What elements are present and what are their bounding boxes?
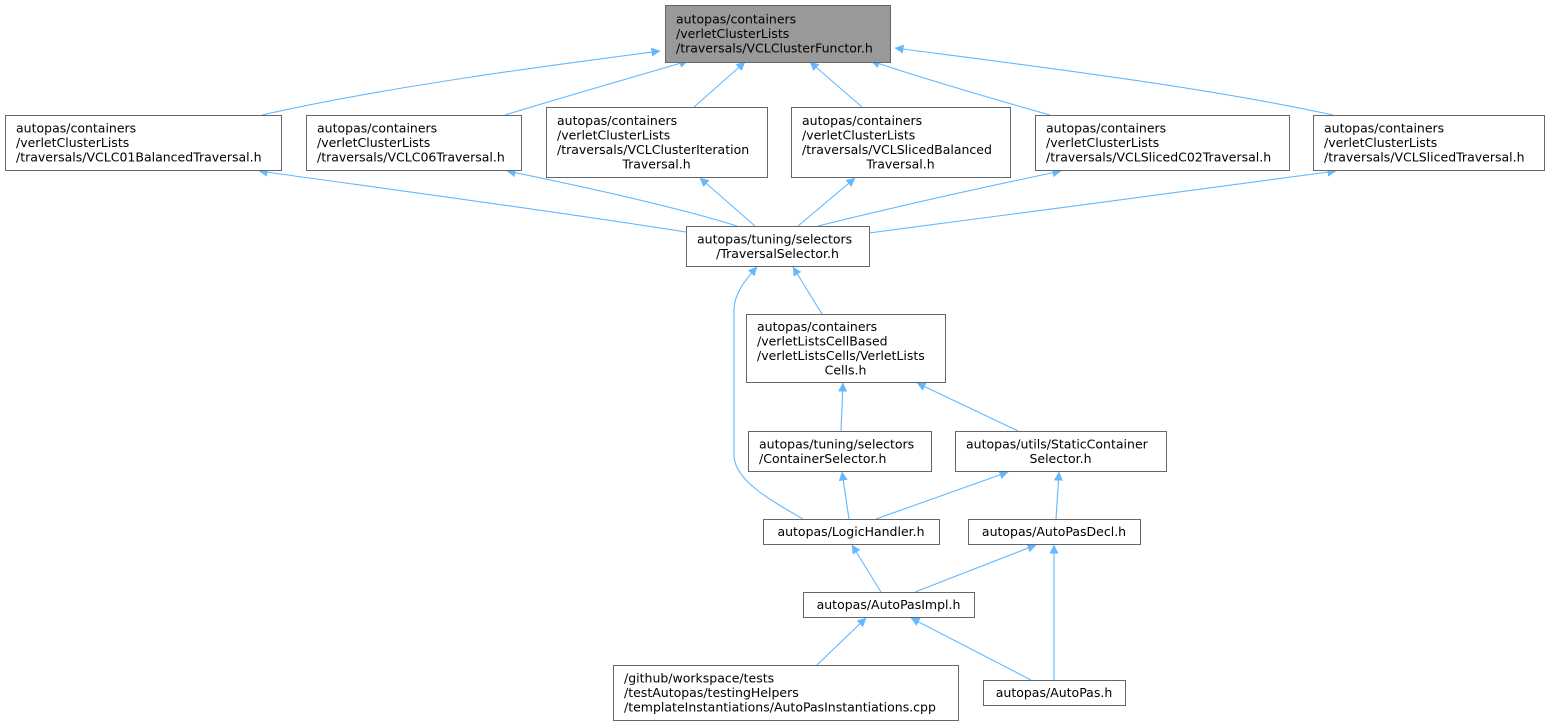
node-label-line: /verletClusterLists [317,135,430,150]
node-label-line: /verletClusterLists [1046,135,1159,150]
node-logic-handler[interactable]: autopas/LogicHandler.h [763,519,940,545]
node-label-line: autopas/containers [317,121,437,136]
node-box[interactable] [5,115,282,171]
node-box[interactable] [686,226,870,267]
node-box[interactable] [803,592,975,618]
node-label-line: autopas/AutoPasDecl.h [982,524,1126,539]
node-vclc01-balanced[interactable]: autopas/containers/verletClusterLists/tr… [5,115,282,171]
edge-vcl-sliced-c02-to-vcl-cluster-functor [870,59,1051,116]
node-box[interactable] [613,665,959,721]
node-label-line: /traversals/VCLClusterFunctor.h [676,41,873,56]
node-label-line: autopas/LogicHandler.h [777,524,924,539]
edges-layer [258,44,1337,681]
node-traversal-selector[interactable]: autopas/tuning/selectors/TraversalSelect… [686,226,870,267]
node-vcl-cluster-functor[interactable]: autopas/containers/verletClusterLists/tr… [665,5,891,63]
edge-logic-handler-to-container-selector [838,471,850,520]
node-label-line: Traversal.h [621,156,690,171]
edge-vcl-sliced-balanced-to-vcl-cluster-functor [809,61,863,108]
node-box[interactable] [1035,115,1290,171]
node-label-line: /verletClusterLists [557,127,670,142]
node-vcl-sliced-balanced[interactable]: autopas/containers/verletClusterLists/tr… [791,107,1011,178]
node-label-line: autopas/containers [757,319,877,334]
node-box[interactable] [1313,115,1545,171]
node-box[interactable] [955,431,1167,472]
edge-verlet-lists-cells-to-traversal-selector [792,266,823,315]
node-label-line: autopas/containers [802,113,922,128]
node-box[interactable] [665,5,891,63]
node-label-line: autopas/containers [557,113,677,128]
node-box[interactable] [306,115,522,171]
edge-container-selector-to-verlet-lists-cells [838,382,848,432]
edge-traversal-selector-to-vcl-sliced-c02 [817,168,1062,227]
node-label-line: Cells.h [825,362,867,377]
node-label-line: autopas/AutoPasImpl.h [817,597,961,612]
edge-autopas-h-to-autopas-impl [910,617,1032,681]
node-template-instantiations[interactable]: /github/workspace/tests/testAutopas/test… [613,665,959,721]
node-box[interactable] [791,107,1011,178]
node-label-line: autopas/tuning/selectors [759,436,914,451]
node-label-line: autopas/containers [16,121,136,136]
edge-logic-handler-to-static-container-selector [875,470,1009,520]
node-label-line: /verletListsCells/VerletLists [757,348,925,363]
node-label-line: /traversals/VCLSlicedBalanced [802,142,992,157]
node-label-line: autopas/utils/StaticContainer [966,436,1149,451]
edge-autopas-impl-to-autopas-decl [914,543,1037,593]
node-label-line: autopas/containers [1324,121,1444,136]
node-label-line: autopas/tuning/selectors [697,231,852,246]
edge-vclc01-balanced-to-vcl-cluster-functor [261,47,661,116]
node-box[interactable] [746,314,946,383]
edge-traversal-selector-to-vcl-cluster-iteration [699,177,756,227]
edge-vcl-sliced-to-vcl-cluster-functor [894,44,1334,116]
node-autopas-h[interactable]: autopas/AutoPas.h [983,680,1126,706]
node-autopas-impl[interactable]: autopas/AutoPasImpl.h [803,592,975,618]
edge-traversal-selector-to-vcl-sliced [868,167,1337,234]
node-label-line: /traversals/VCLSlicedTraversal.h [1324,150,1525,165]
node-label-line: /verletClusterLists [1324,135,1437,150]
node-box[interactable] [546,107,768,178]
node-verlet-lists-cells[interactable]: autopas/containers/verletListsCellBased/… [746,314,946,383]
node-label-line: /verletClusterLists [802,127,915,142]
nodes-layer: autopas/containers/verletClusterLists/tr… [5,5,1545,721]
node-label-line: /traversals/VCLClusterIteration [557,142,749,157]
node-label-line: /testAutopas/testingHelpers [624,685,799,700]
node-box[interactable] [748,431,932,472]
edge-autopas-impl-to-logic-handler [851,544,882,593]
node-label-line: Selector.h [1029,451,1091,466]
node-box[interactable] [763,519,940,545]
edge-traversal-selector-to-vclc06 [506,168,738,227]
node-label-line: Traversal.h [865,156,934,171]
node-label-line: /templateInstantiations/AutoPasInstantia… [624,700,936,715]
node-vclc06[interactable]: autopas/containers/verletClusterLists/tr… [306,115,522,171]
node-label-line: autopas/containers [1046,121,1166,136]
node-vcl-sliced[interactable]: autopas/containers/verletClusterLists/tr… [1313,115,1545,171]
node-label-line: /traversals/VCLC06Traversal.h [317,150,505,165]
edge-vclc06-to-vcl-cluster-functor [504,59,689,116]
node-label-line: /ContainerSelector.h [759,451,886,466]
edge-static-container-selector-to-verlet-lists-cells [916,382,1019,432]
edge-traversal-selector-to-vcl-sliced-balanced [797,177,856,227]
node-label-line: autopas/AutoPas.h [996,685,1113,700]
node-box[interactable] [983,680,1126,706]
node-label-line: /verletClusterLists [676,26,789,41]
node-autopas-decl[interactable]: autopas/AutoPasDecl.h [968,519,1141,545]
node-label-line: /traversals/VCLSlicedC02Traversal.h [1046,150,1271,165]
edge-template-instantiations-to-autopas-impl [816,617,867,666]
edge-vcl-cluster-iteration-to-vcl-cluster-functor [693,61,746,108]
node-label-line: /github/workspace/tests [624,671,774,686]
node-label-line: /TraversalSelector.h [716,246,839,261]
node-vcl-cluster-iteration[interactable]: autopas/containers/verletClusterLists/tr… [546,107,768,178]
node-label-line: /verletListsCellBased [757,333,888,348]
edge-traversal-selector-to-vclc01-balanced [258,167,687,233]
node-label-line: /traversals/VCLC01BalancedTraversal.h [16,150,262,165]
node-label-line: /verletClusterLists [16,135,129,150]
node-vcl-sliced-c02[interactable]: autopas/containers/verletClusterLists/tr… [1035,115,1290,171]
node-label-line: autopas/containers [676,12,796,27]
node-box[interactable] [968,519,1141,545]
edge-logic-handler-to-traversal-selector [733,266,804,520]
edge-autopas-decl-to-static-container-selector [1053,471,1063,520]
node-container-selector[interactable]: autopas/tuning/selectors/ContainerSelect… [748,431,932,472]
